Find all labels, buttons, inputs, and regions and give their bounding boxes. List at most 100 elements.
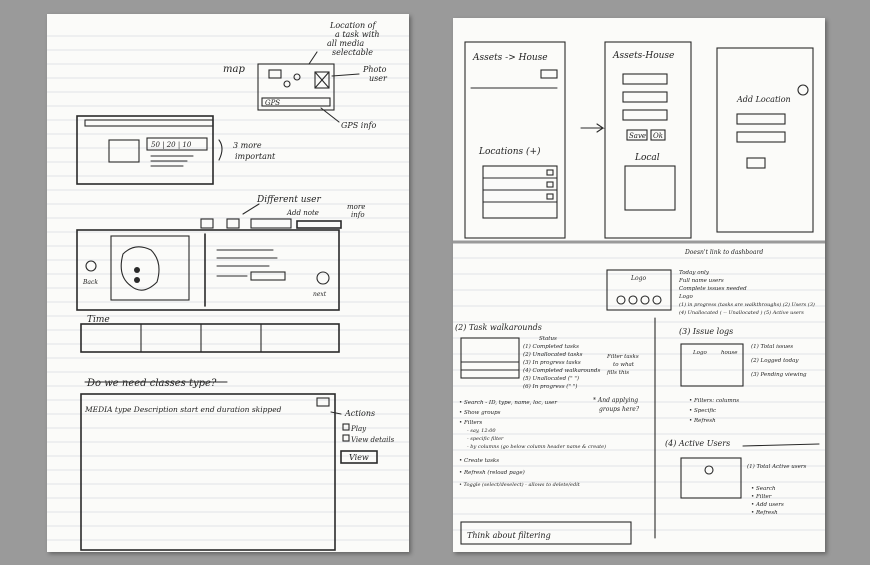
filter-note-2: to what	[613, 362, 635, 368]
au-bullet-2: • Filter	[751, 494, 772, 500]
locations-title: Locations (+)	[478, 146, 541, 157]
locations-list	[482, 165, 558, 219]
more-important-1: 3 more	[233, 141, 262, 150]
gps-label: GPS	[265, 99, 280, 107]
applying-note-2: groups here?	[599, 406, 640, 413]
task-bullet-3: • Filters	[459, 420, 482, 426]
total-active-users: (1) Total Active users	[747, 463, 806, 470]
detail-button[interactable]	[250, 271, 286, 281]
task-bullet-1: • Search - ID, type, name, loc, user	[459, 400, 557, 406]
crossed-heading: Do we need classes type?	[86, 378, 217, 389]
dashboard-image	[108, 139, 140, 163]
issue-bullet-3: • Refresh	[689, 418, 716, 424]
stats-box	[146, 137, 208, 151]
phone-1	[464, 41, 566, 239]
au-bullet-4: • Refresh	[751, 510, 778, 516]
dashboard-sketch	[606, 269, 672, 311]
arrow-location	[308, 51, 318, 65]
list-checkbox-3[interactable]	[546, 193, 554, 200]
local-label: Local	[634, 153, 660, 163]
active-users-heading: (4) Active Users	[665, 439, 730, 448]
more-info-2: info	[351, 211, 365, 219]
au-bullet-1: • Search	[751, 486, 776, 492]
task-bullet-6: • Toggle (select/deselect) - allows to d…	[459, 481, 581, 488]
actions-label: Actions	[344, 409, 375, 418]
add-note-button[interactable]	[250, 218, 292, 229]
doesnt-link-note: Doesn't link to dashboard	[684, 249, 763, 256]
right-notebook-page: Assets -> House Locations (+) Assets-Hou…	[453, 18, 825, 552]
media-table	[80, 393, 336, 551]
field-3[interactable]	[622, 109, 668, 121]
ok-button[interactable]	[650, 129, 666, 141]
gps-info-label: GPS info	[341, 121, 376, 130]
stats-text: 50 | 20 | 10	[151, 141, 192, 149]
brace	[218, 139, 223, 161]
issue-bullet-2: • Specific	[689, 408, 716, 414]
arrow-gps	[320, 107, 340, 123]
arrow-photo	[331, 73, 360, 77]
task-list-5: (5) Unallocated (" ")	[523, 375, 579, 382]
issue-list-3: (3) Pending viewing	[751, 371, 807, 378]
ruled-lines	[453, 257, 825, 531]
left-page-sketch: map GPS Location of a task with all medi…	[47, 21, 409, 551]
task-bullet-2: • Show groups	[459, 410, 501, 416]
task-walkarounds-heading: (2) Task walkarounds	[455, 323, 542, 332]
today-info-3: Complete issues needed	[679, 286, 747, 292]
right-page-sketch: Assets -> House Locations (+) Assets-Hou…	[453, 41, 825, 545]
field-1[interactable]	[622, 73, 668, 85]
task-bullet-3b: - specific filter	[467, 436, 504, 442]
task-bullet-4: • Create tasks	[459, 458, 499, 464]
today-info-2: Full name users	[678, 278, 724, 284]
au-bullet-3: • Add users	[751, 502, 784, 508]
calendar-icon[interactable]	[316, 397, 330, 407]
photo-user-2: user	[369, 74, 388, 83]
stat-circle-1	[616, 295, 626, 305]
task-list-3: (3) In progress tasks	[523, 359, 581, 366]
close-icon[interactable]	[226, 218, 240, 229]
list-checkbox-2[interactable]	[546, 181, 554, 188]
dashboard-header	[84, 119, 214, 127]
location-note-4: selectable	[332, 48, 373, 57]
close-icon[interactable]	[797, 84, 809, 96]
today-info-6: (4) Unallocated ( -- Unallocated ) (5) A…	[679, 309, 804, 316]
table-header: MEDIA type Description start end duratio…	[84, 405, 282, 414]
next-icon[interactable]	[316, 271, 330, 285]
ruled-lines	[47, 35, 409, 541]
field-2[interactable]	[622, 91, 668, 103]
map-pin-a	[134, 267, 140, 273]
today-info-4: Logo	[678, 294, 693, 300]
issue-list-2: (2) Logged today	[751, 357, 799, 364]
back-icon[interactable]	[85, 260, 97, 272]
filter-note-1: Filter tasks	[606, 354, 639, 360]
play-checkbox[interactable]	[342, 423, 350, 431]
view-button[interactable]	[340, 450, 378, 464]
stat-circle-4	[652, 295, 662, 305]
add-note-label: Add note	[286, 209, 319, 217]
timeline-bar	[80, 323, 340, 353]
issue-sketch	[680, 343, 744, 387]
save-button[interactable]	[626, 129, 648, 141]
add-field-1[interactable]	[736, 113, 786, 125]
issue-logo-label: Logo	[692, 350, 707, 356]
issue-bullet-1: • Filters: columns	[689, 398, 739, 404]
task-list-2: (2) Unallocated tasks	[523, 351, 583, 358]
prev-user-button[interactable]	[200, 218, 214, 229]
view-details-checkbox[interactable]	[342, 434, 350, 442]
issue-list-1: (1) Total issues	[751, 343, 793, 350]
add-submit-button[interactable]	[746, 157, 766, 169]
local-box	[624, 165, 676, 211]
gps-bar	[261, 97, 331, 107]
status-label: Status	[539, 336, 557, 342]
more-important-2: important	[235, 152, 276, 161]
more-info-button[interactable]	[296, 220, 342, 229]
add-field-2[interactable]	[736, 131, 786, 143]
viewer-map	[110, 235, 190, 301]
stat-circle-3	[640, 295, 650, 305]
list-checkbox-1[interactable]	[546, 169, 554, 176]
view-button-label: View	[349, 453, 369, 462]
edit-button[interactable]	[540, 69, 558, 79]
stat-circle-2	[628, 295, 638, 305]
active-users-arrow	[742, 443, 820, 447]
ok-label: Ok	[653, 132, 663, 140]
today-info-5: (1) in progress (tasks are walkthroughs)…	[679, 301, 815, 308]
